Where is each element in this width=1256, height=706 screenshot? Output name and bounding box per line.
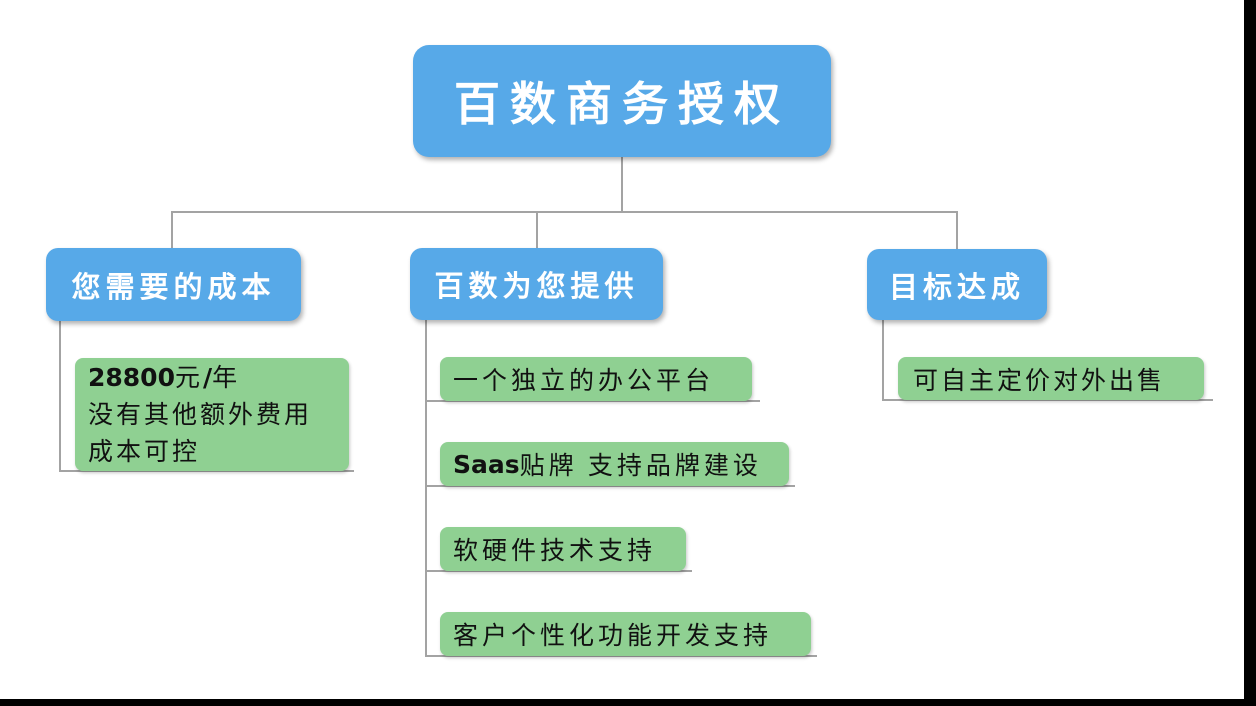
connector-goal-underline (882, 399, 1213, 401)
branch-cost-label: 您需要的成本 (71, 271, 276, 304)
goal-item-text: 可自主定价对外出售 (913, 367, 1166, 395)
provide-item-node-1: 一个独立的办公平台 (440, 357, 752, 401)
connector-provide-underline-1 (425, 400, 760, 402)
cost-price-line: 28800元/年 (88, 359, 240, 397)
cost-price-slash: / (203, 362, 213, 392)
frame-right-bar (1244, 0, 1256, 706)
branch-provide-node: 百数为您提供 (410, 248, 663, 320)
branch-cost-node: 您需要的成本 (46, 248, 301, 321)
provide-item-4-text: 客户个性化功能开发支持 (453, 623, 773, 650)
goal-item-node: 可自主定价对外出售 (898, 357, 1204, 400)
connector-drop-goal (956, 211, 958, 250)
provide-item-3-text: 软硬件技术支持 (453, 538, 657, 565)
provide-item-2-bold: Saas (453, 449, 520, 479)
cost-detail-line2: 没有其他额外费用 (88, 401, 313, 429)
frame-bottom-bar (0, 699, 1256, 706)
connector-drop-provide (536, 211, 538, 249)
provide-item-2-text: 贴牌 支持品牌建设 (519, 453, 762, 480)
cost-price-value: 28800 (88, 362, 175, 392)
connector-provide-underline-2 (425, 485, 795, 487)
cost-detail-line3: 成本可控 (88, 438, 201, 466)
provide-item-node-4: 客户个性化功能开发支持 (440, 612, 811, 656)
connector-provide-underline-4 (425, 655, 817, 657)
cost-price-yuan: 元 (174, 364, 203, 392)
connector-root-down (621, 157, 623, 213)
connector-level2-horizontal (171, 211, 958, 213)
connector-goal-trunk (882, 320, 884, 400)
branch-goal-node: 目标达成 (867, 249, 1047, 320)
branch-goal-label: 目标达成 (888, 271, 1025, 304)
connector-cost-underline (59, 470, 354, 472)
provide-item-node-3: 软硬件技术支持 (440, 527, 686, 571)
branch-provide-label: 百数为您提供 (434, 271, 639, 303)
connector-drop-cost (171, 211, 173, 249)
cost-detail-node: 28800元/年 没有其他额外费用 成本可控 (75, 358, 349, 471)
connector-provide-underline-3 (425, 570, 692, 572)
root-node-label: 百数商务授权 (454, 79, 790, 130)
root-node: 百数商务授权 (413, 45, 831, 157)
cost-price-year: 年 (212, 364, 241, 392)
provide-item-1-text: 一个独立的办公平台 (453, 368, 715, 395)
connector-cost-trunk (59, 320, 61, 471)
connector-provide-trunk (425, 319, 427, 656)
